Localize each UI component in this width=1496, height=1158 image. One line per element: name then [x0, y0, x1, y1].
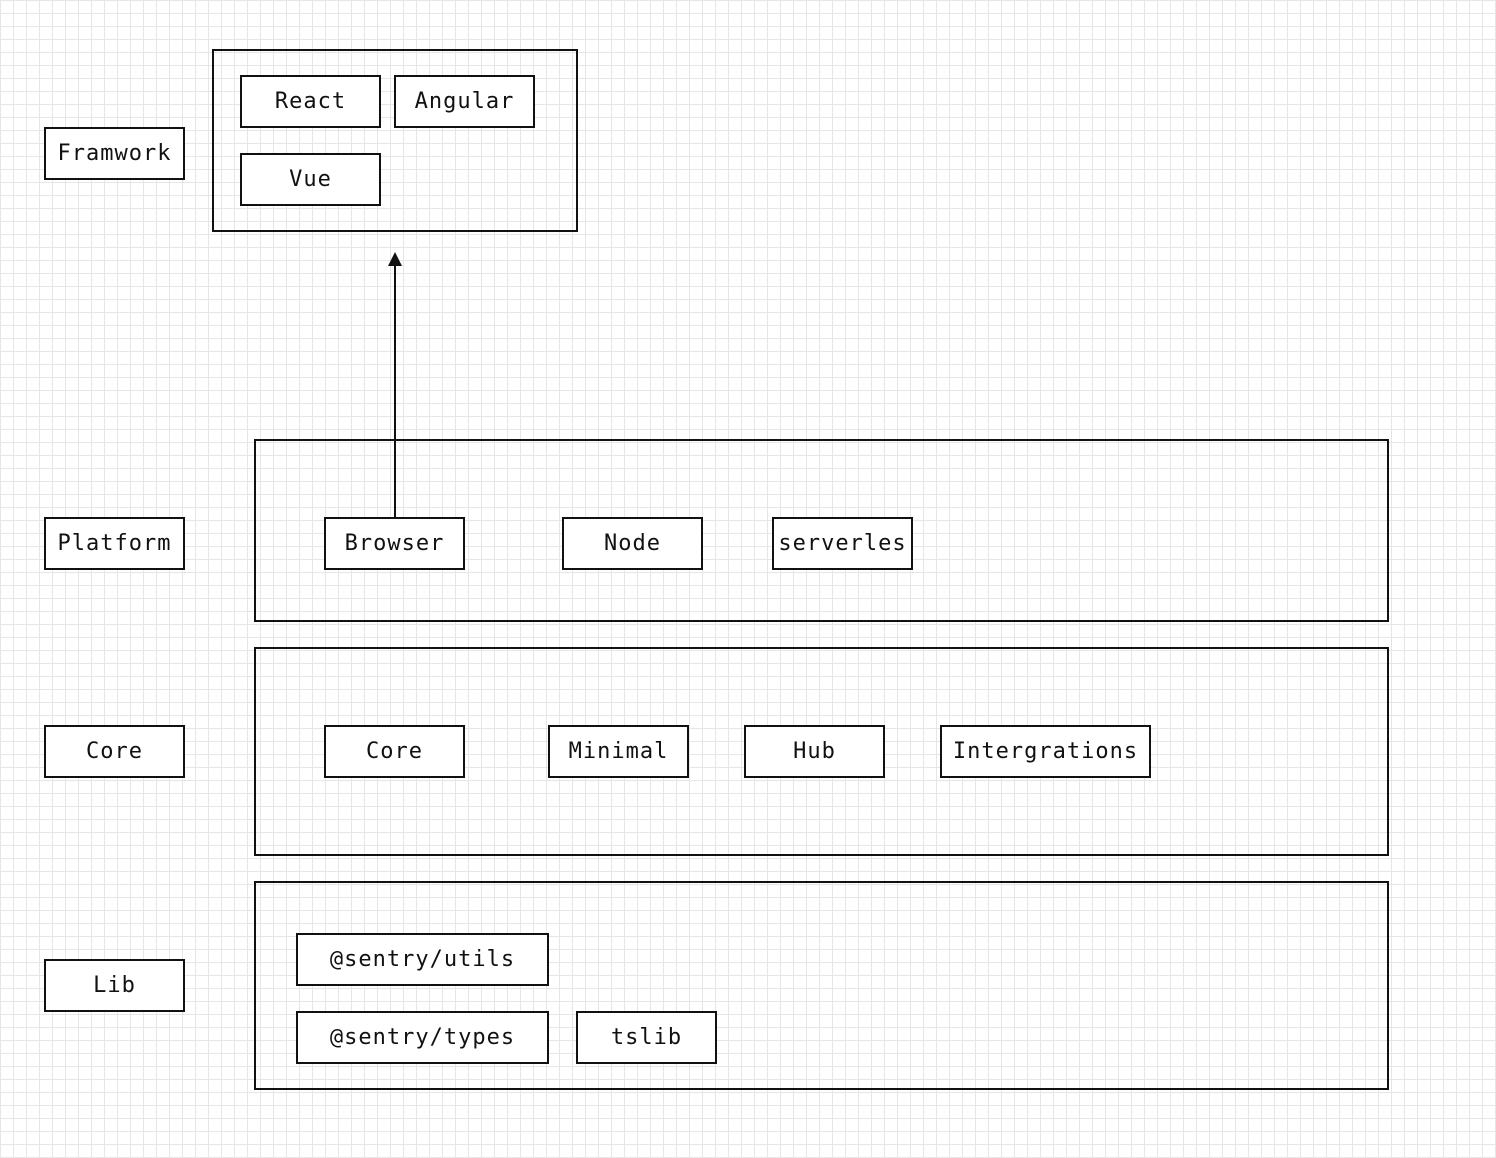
platform-node-browser: Browser — [324, 517, 465, 570]
core-node-hub: Hub — [744, 725, 885, 778]
lib-group — [254, 881, 1389, 1090]
framework-node-vue: Vue — [240, 153, 381, 206]
core-group — [254, 647, 1389, 856]
lib-node-types: @sentry/types — [296, 1011, 549, 1064]
framework-node-angular: Angular — [394, 75, 535, 128]
lib-node-tslib: tslib — [576, 1011, 717, 1064]
platform-node-node: Node — [562, 517, 703, 570]
platform-node-serverless: serverles — [772, 517, 913, 570]
core-node-core: Core — [324, 725, 465, 778]
platform-group — [254, 439, 1389, 622]
lib-node-utils: @sentry/utils — [296, 933, 549, 986]
core-node-integrations: Intergrations — [940, 725, 1151, 778]
layer-label-lib: Lib — [44, 959, 185, 1012]
layer-label-platform: Platform — [44, 517, 185, 570]
core-node-minimal: Minimal — [548, 725, 689, 778]
layer-label-framework: Framwork — [44, 127, 185, 180]
layer-label-core: Core — [44, 725, 185, 778]
framework-group — [212, 49, 578, 232]
framework-node-react: React — [240, 75, 381, 128]
arrowhead-icon — [388, 252, 402, 266]
